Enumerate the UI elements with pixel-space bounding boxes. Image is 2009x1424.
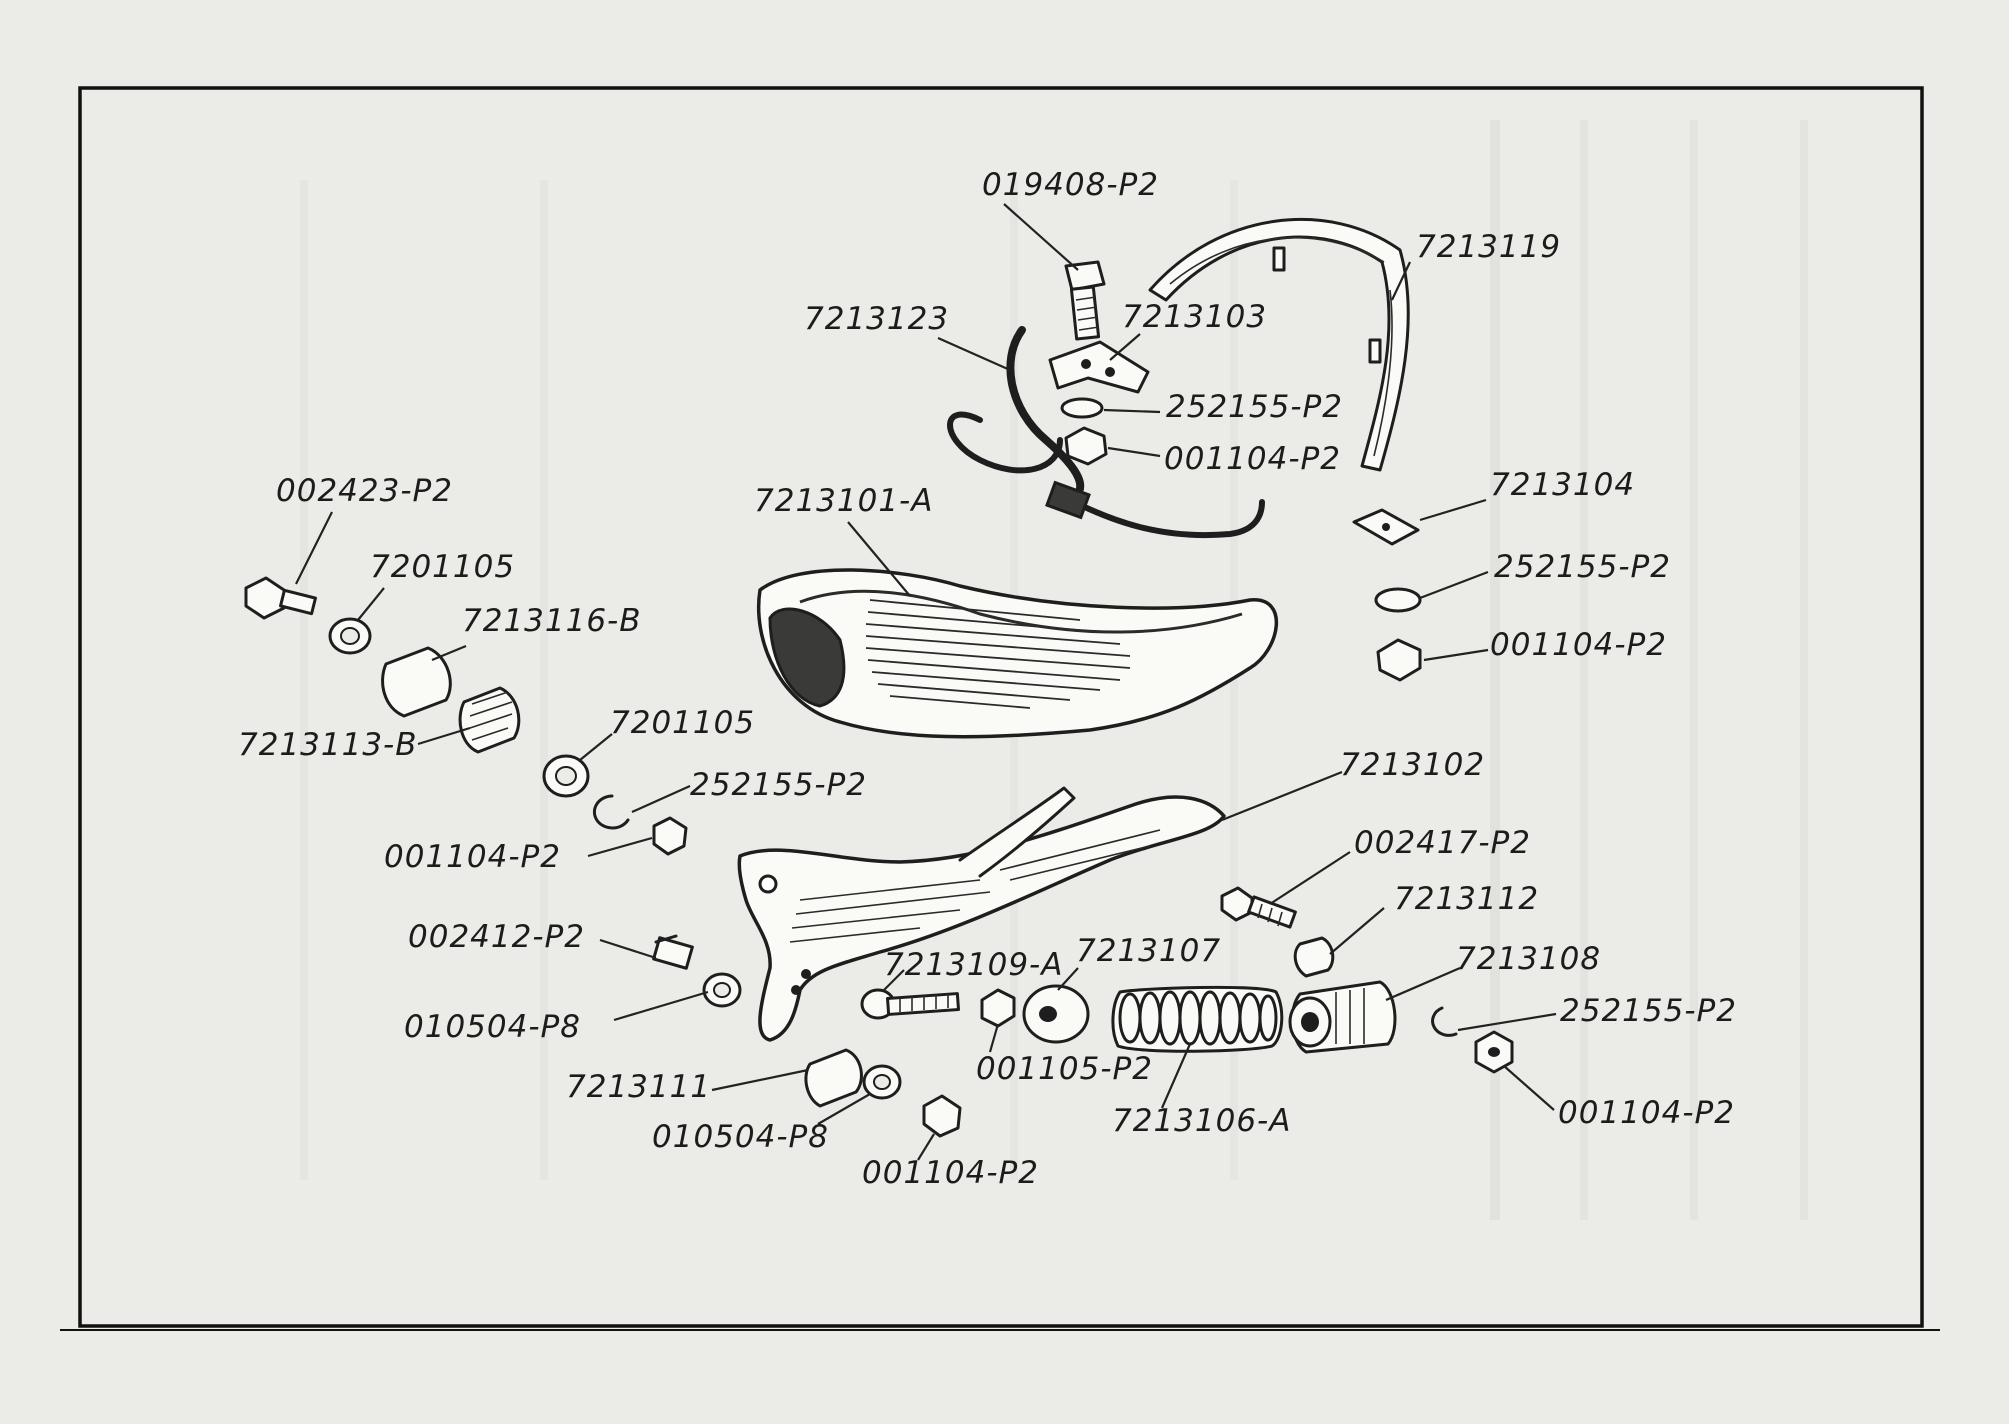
callout-7213103: 7213103 [1122,299,1268,335]
callout-002412-P2: 002412-P2 [408,919,585,955]
callout-7213109-A: 7213109-A [884,947,1064,983]
callout-7213108: 7213108 [1456,941,1602,977]
rear-bar-7213119 [1148,217,1410,472]
callout-010504-P8-top: 010504-P8 [404,1009,581,1045]
callout-7213104: 7213104 [1490,467,1636,503]
callout-7213106-A: 7213106-A [1112,1103,1292,1139]
callout-019408-P2: 019408-P2 [982,167,1159,203]
callout-002423-P2: 002423-P2 [276,473,453,509]
saddle-spring-wire-7213123 [947,326,1265,539]
drawing-frame [78,86,1924,1328]
callout-7213113-B: 7213113-B [238,727,418,763]
callout-001105-P2: 001105-P2 [976,1051,1153,1087]
spring-washer-right [1374,587,1422,613]
nut-top [1064,426,1108,466]
saddle-frame-7213102 [737,786,1226,1042]
callout-010504-P8-bottom: 010504-P8 [652,1119,829,1155]
nut-right [1376,638,1422,682]
callout-001104-P2-bottom-right: 001104-P2 [1558,1095,1735,1131]
left-pivot-parts [244,576,688,856]
callout-252155-P2-left: 252155-P2 [690,767,867,803]
right-pivot-parts [654,886,1335,978]
callout-7213101-A: 7213101-A [754,483,934,519]
callout-001104-P2-right: 001104-P2 [1490,627,1667,663]
callout-001104-P2-left: 001104-P2 [384,839,561,875]
callout-7213112: 7213112 [1394,881,1540,917]
callout-252155-P2-top: 252155-P2 [1166,389,1343,425]
callout-252155-P2-right: 252155-P2 [1494,549,1671,585]
callout-7201105-top: 7201105 [370,549,516,585]
bolt-019408 [1064,260,1106,341]
lower-left-parts [652,936,962,1138]
callout-7213123: 7213123 [804,301,950,337]
callout-7201105-mid: 7201105 [610,705,756,741]
spring-assembly [860,980,1514,1074]
callout-001104-P2-top: 001104-P2 [1164,441,1341,477]
callout-001104-P2-bottom: 001104-P2 [862,1155,1039,1191]
callout-7213102: 7213102 [1340,747,1486,783]
callout-252155-P2-bottom: 252155-P2 [1560,993,1737,1029]
callout-7213107: 7213107 [1076,933,1222,969]
spring-washer-top [1060,397,1104,419]
callout-7213111: 7213111 [566,1069,712,1105]
clamp-plate-7213103 [1048,340,1150,394]
saddle-7213101-A [757,568,1278,739]
callout-002417-P2: 002417-P2 [1354,825,1531,861]
callout-7213119: 7213119 [1416,229,1562,265]
leader-lines [295,203,1557,1161]
callout-7213116-B: 7213116-B [462,603,642,639]
